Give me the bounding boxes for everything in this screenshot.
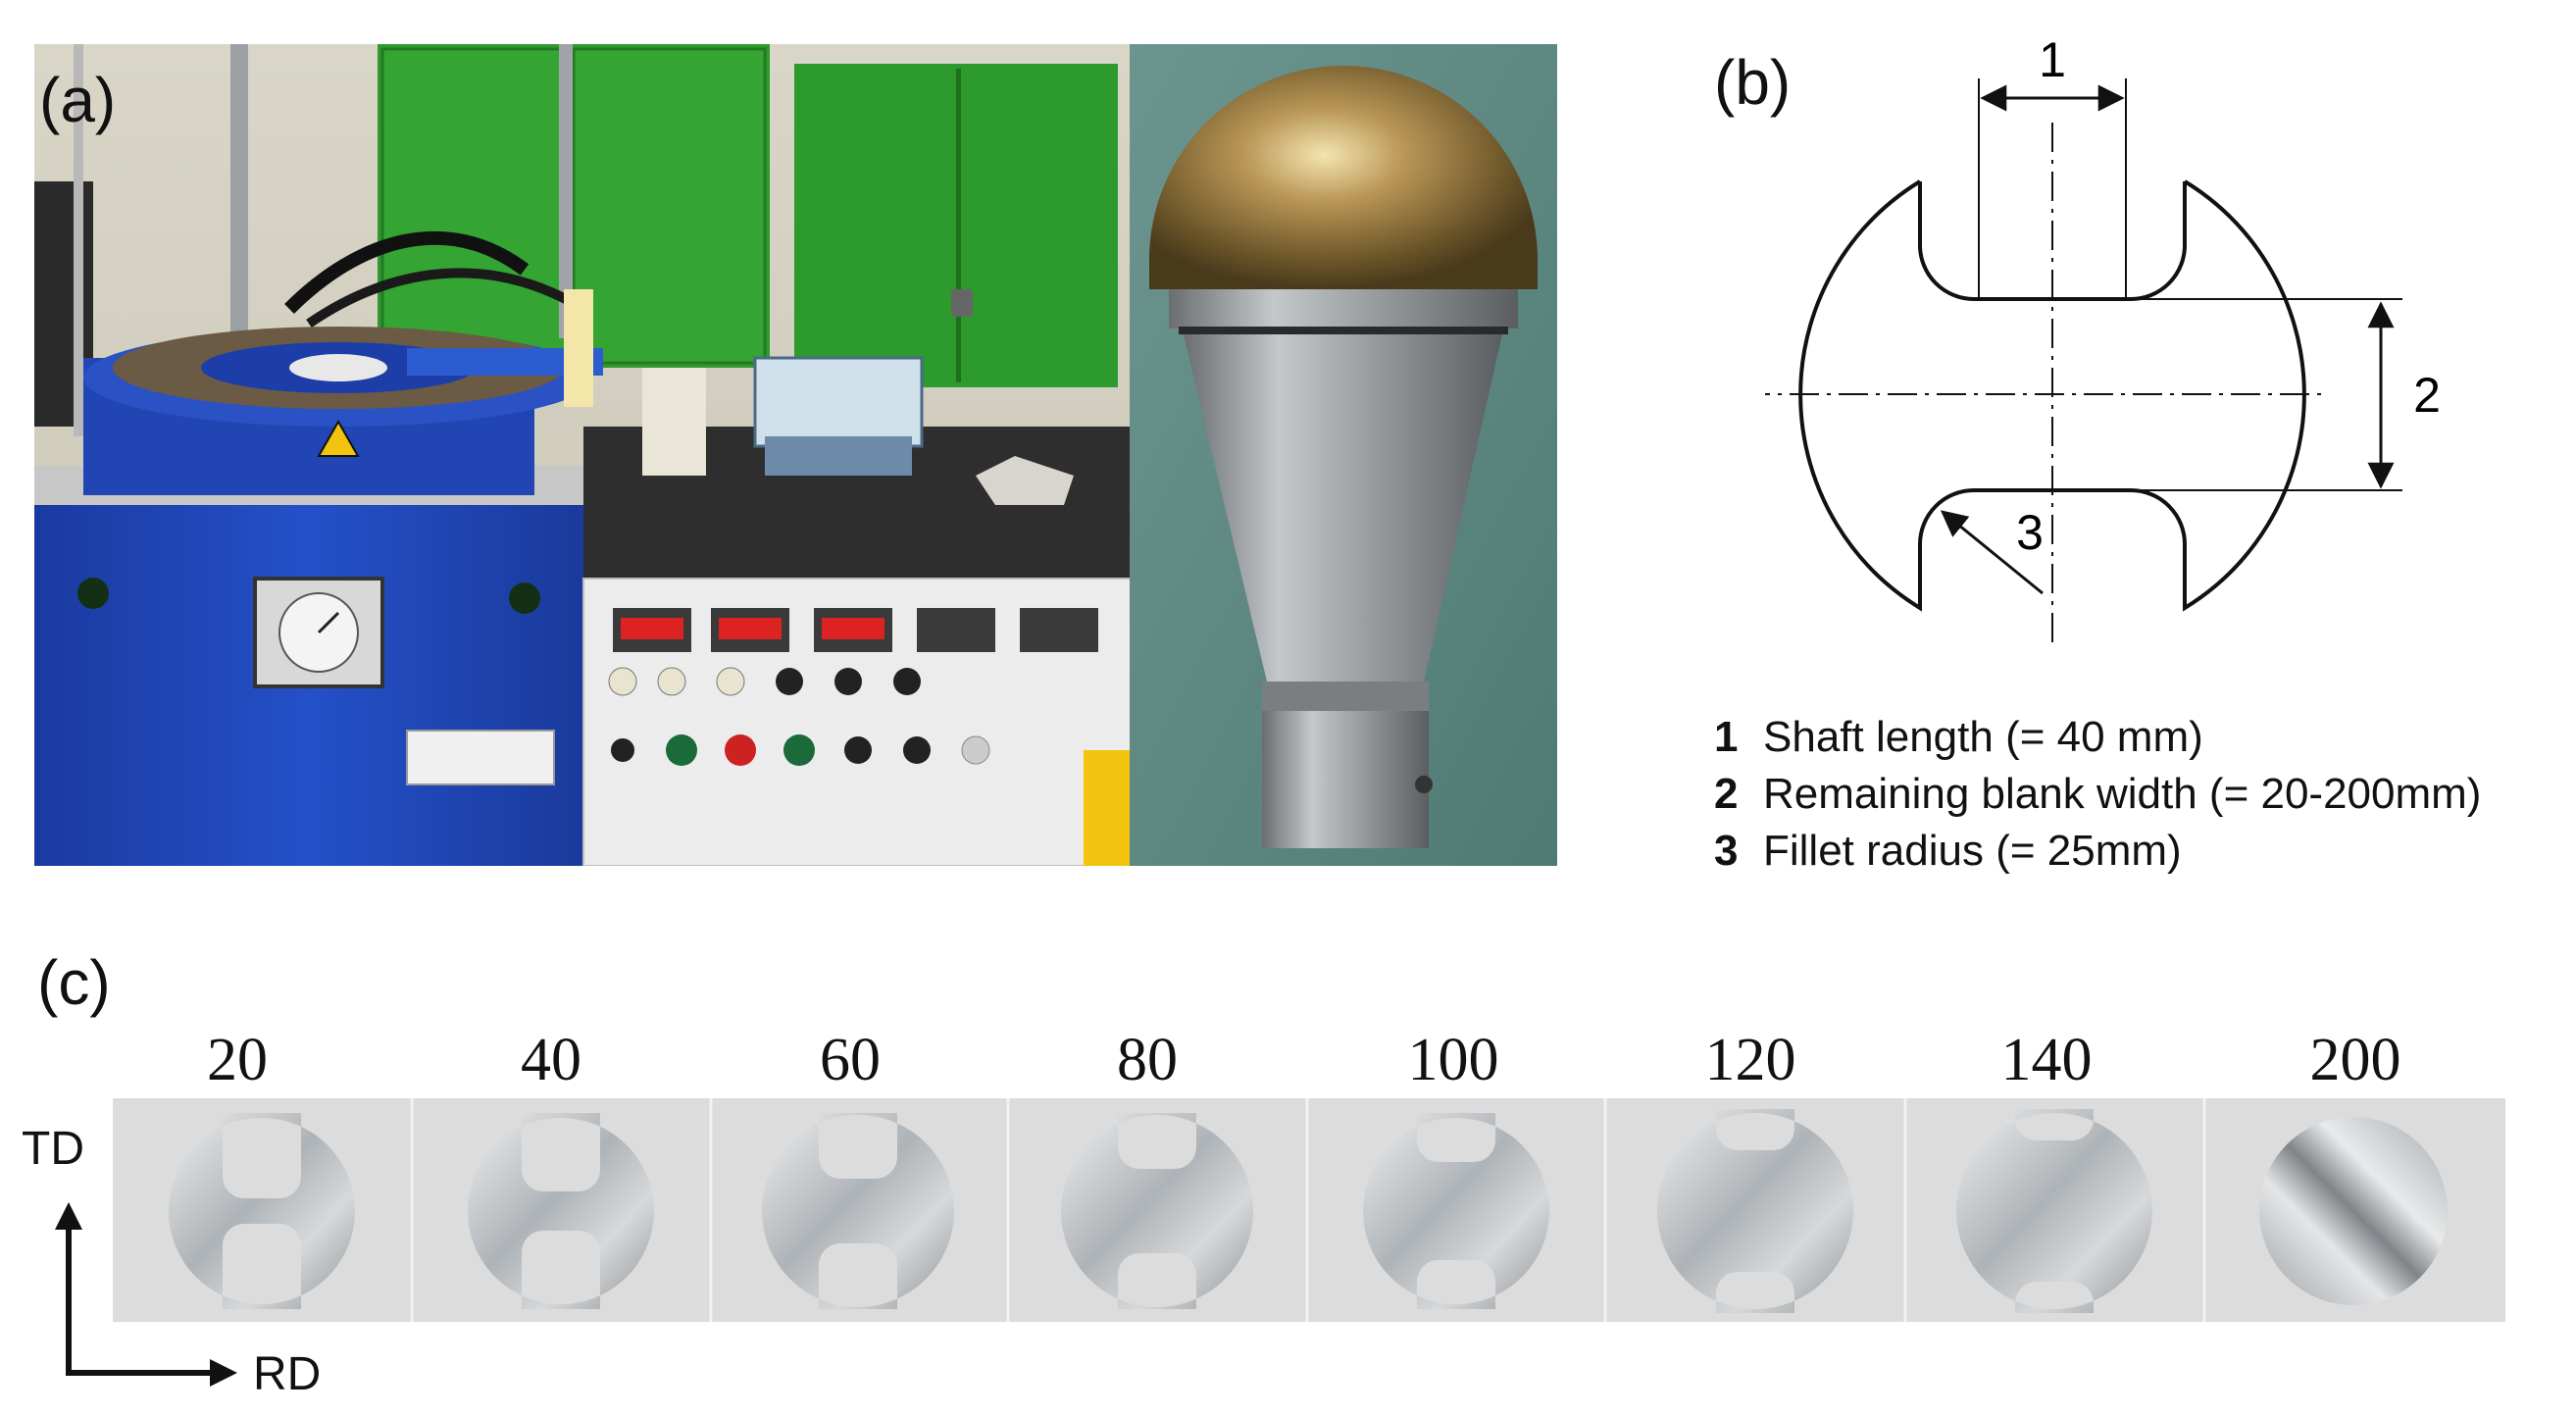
rd-axis-label: RD: [253, 1348, 322, 1400]
width-label-120: 120: [1704, 1027, 1796, 1093]
specimen-20: [168, 1113, 355, 1309]
width-label-80: 80: [1117, 1027, 1178, 1093]
width-label-140: 140: [2000, 1027, 2093, 1093]
panel-label-a: (a): [39, 65, 117, 135]
dimension-3-arrow: [1940, 510, 2044, 595]
punch-photo: [1130, 44, 1557, 866]
specimen-120: [1656, 1109, 1853, 1313]
specimen-140: [1955, 1109, 2152, 1313]
dimension-label-2: 2: [2413, 368, 2441, 423]
schematic-outline-right: [2047, 179, 2306, 612]
testing-machine-photo: [34, 44, 1131, 866]
dimension-label-3: 3: [2016, 505, 2044, 560]
legend-item-2: 2 Remaining blank width (= 20-200mm): [1714, 773, 2481, 816]
legend-item-3: 3 Fillet radius (= 25mm): [1714, 830, 2182, 873]
panel-label-b: (b): [1714, 47, 1792, 118]
width-label-40: 40: [521, 1027, 581, 1093]
specimen-photo-strip: [113, 1098, 2505, 1322]
specimen-60: [761, 1113, 954, 1309]
legend-item-1: 1 Shaft length (= 40 mm): [1714, 716, 2203, 759]
specimen-100: [1362, 1113, 1549, 1309]
width-label-200: 200: [2309, 1027, 2401, 1093]
width-label-100: 100: [1407, 1027, 1499, 1093]
specimen-schematic: 1 2 3: [1765, 32, 2441, 647]
legend-number: 1: [1714, 713, 1739, 761]
schematic-outline-left: [1798, 179, 2057, 612]
specimen-40: [467, 1113, 654, 1309]
legend-text: Shaft length (= 40 mm): [1763, 713, 2203, 761]
legend-number: 3: [1714, 827, 1739, 875]
td-axis-label: TD: [22, 1123, 84, 1175]
td-rd-axes: [55, 1202, 237, 1387]
legend-number: 2: [1714, 770, 1739, 818]
panel-label-c: (c): [37, 947, 111, 1018]
legend-text: Remaining blank width (= 20-200mm): [1763, 770, 2482, 818]
width-label-60: 60: [820, 1027, 881, 1093]
width-label-20: 20: [207, 1027, 268, 1093]
legend-text: Fillet radius (= 25mm): [1763, 827, 2182, 875]
dimension-label-1: 1: [2039, 32, 2066, 87]
specimen-80: [1060, 1113, 1253, 1309]
specimen-200: [2259, 1117, 2448, 1305]
